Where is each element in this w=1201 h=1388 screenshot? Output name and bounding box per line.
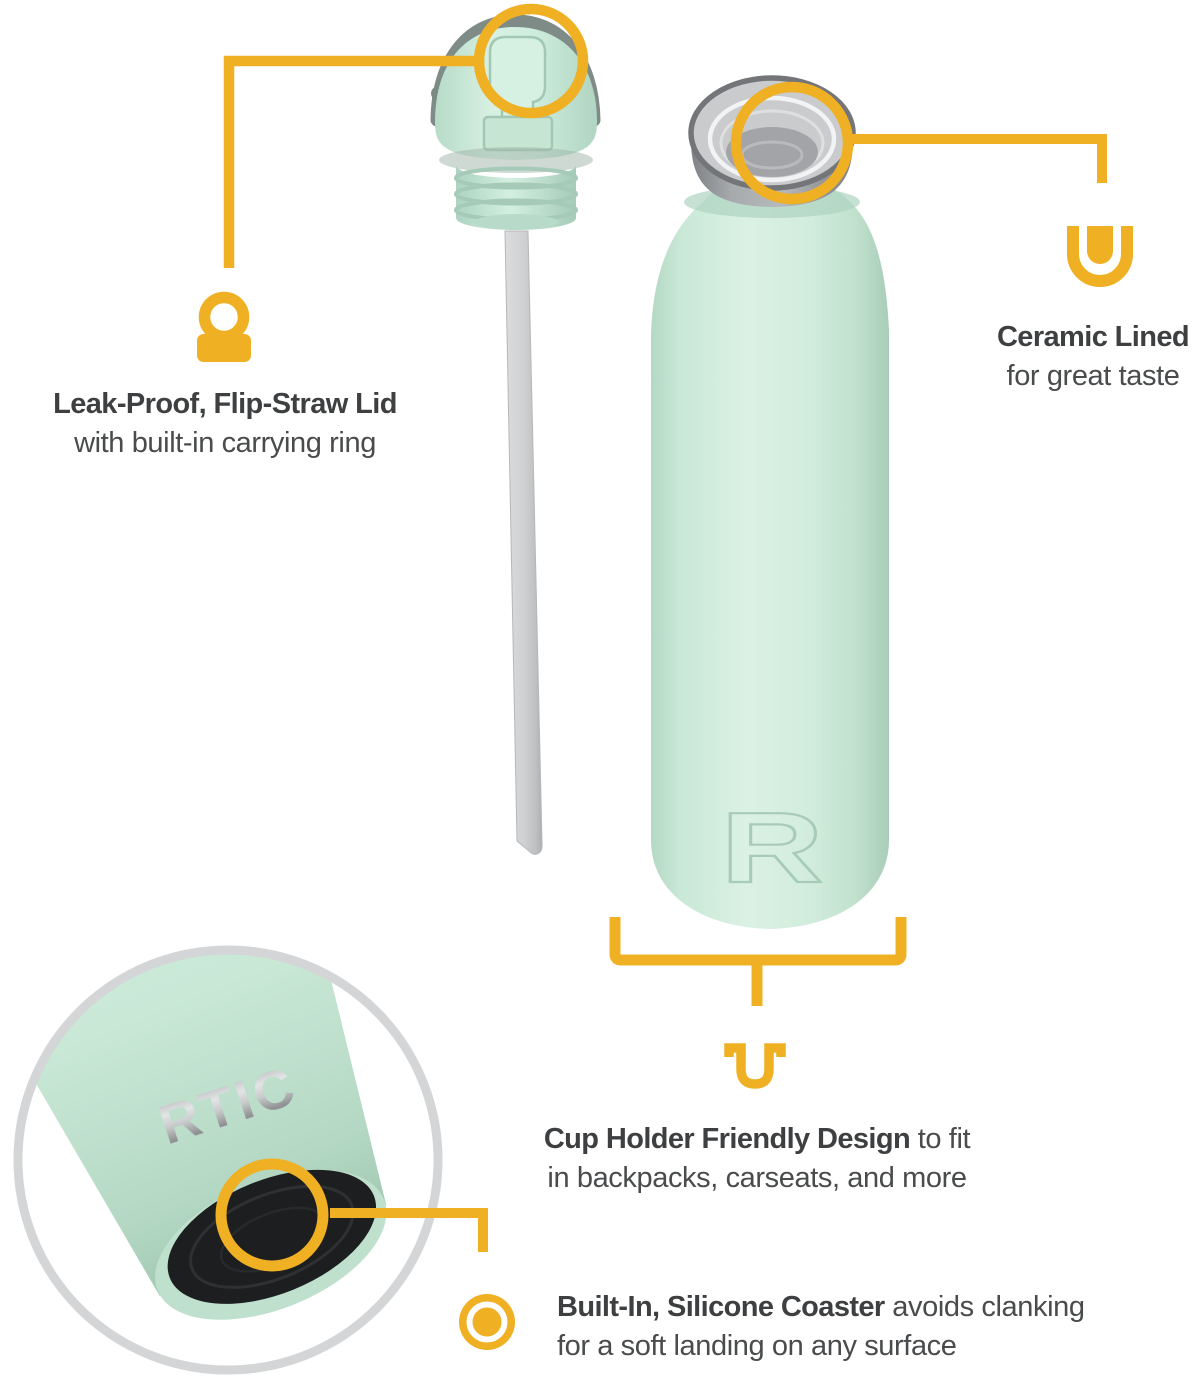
lid-leader-line — [223, 55, 479, 268]
bottle: R — [651, 75, 889, 929]
lid-callout: Leak-Proof, Flip-Straw Lid with built-in… — [20, 385, 430, 463]
coaster-callout-rest: avoids clanking — [884, 1291, 1085, 1323]
coaster-leader-line — [330, 1208, 488, 1252]
lid-threads — [456, 165, 576, 230]
lid-callout-title: Leak-Proof, Flip-Straw Lid — [53, 388, 397, 420]
annotations — [197, 3, 1133, 1350]
coaster-callout: Built-In, Silicone Coaster avoids clanki… — [557, 1288, 1147, 1366]
coaster-emboss-ring — [189, 1184, 355, 1289]
ceramic-callout-subtitle: for great taste — [1006, 360, 1180, 392]
cup-holder-icon — [724, 1043, 786, 1089]
lid-thread-ridge — [454, 166, 578, 190]
bottle-emboss-logo: R — [721, 792, 824, 904]
cup-holder-callout-line1: Cup Holder Friendly Design to fit — [497, 1120, 1017, 1159]
ceramic-ring — [707, 95, 837, 183]
cup-holder-callout-bold: Cup Holder Friendly Design — [543, 1123, 911, 1155]
lid-thread-ridge — [454, 182, 578, 206]
lid-latch-recess — [482, 115, 554, 152]
cup-holder-callout-rest: to fit — [910, 1123, 971, 1155]
coaster-icon — [459, 1294, 515, 1350]
coaster-callout-line2: for a soft landing on any surface — [557, 1330, 957, 1362]
bottle-body — [651, 180, 889, 929]
flip-straw-lid — [430, 14, 601, 230]
cup-holder-callout-line2: in backpacks, carseats, and more — [547, 1162, 967, 1194]
inset-ring — [13, 945, 443, 1375]
ceramic-callout: Ceramic Lined for great taste — [935, 318, 1201, 396]
coaster-callout-line1: Built-In, Silicone Coaster avoids clanki… — [557, 1288, 1147, 1327]
coaster-callout-bold: Built-In, Silicone Coaster — [557, 1291, 885, 1323]
lid-bottom — [474, 214, 558, 230]
coaster-inset: RTIC — [13, 945, 443, 1375]
flip-straw — [504, 230, 543, 855]
lid-callout-subtitle: with built-in carrying ring — [74, 427, 376, 459]
ceramic-callout-title: Ceramic Lined — [996, 321, 1190, 353]
coaster-highlight-circle — [215, 1158, 329, 1272]
ceramic-liner-icon — [1067, 226, 1133, 287]
ceramic-leader-line — [846, 134, 1107, 183]
lid-gasket — [439, 147, 593, 173]
cup-holder-callout: Cup Holder Friendly Design to fit in bac… — [497, 1120, 1017, 1198]
carrying-ring-icon — [197, 291, 251, 362]
